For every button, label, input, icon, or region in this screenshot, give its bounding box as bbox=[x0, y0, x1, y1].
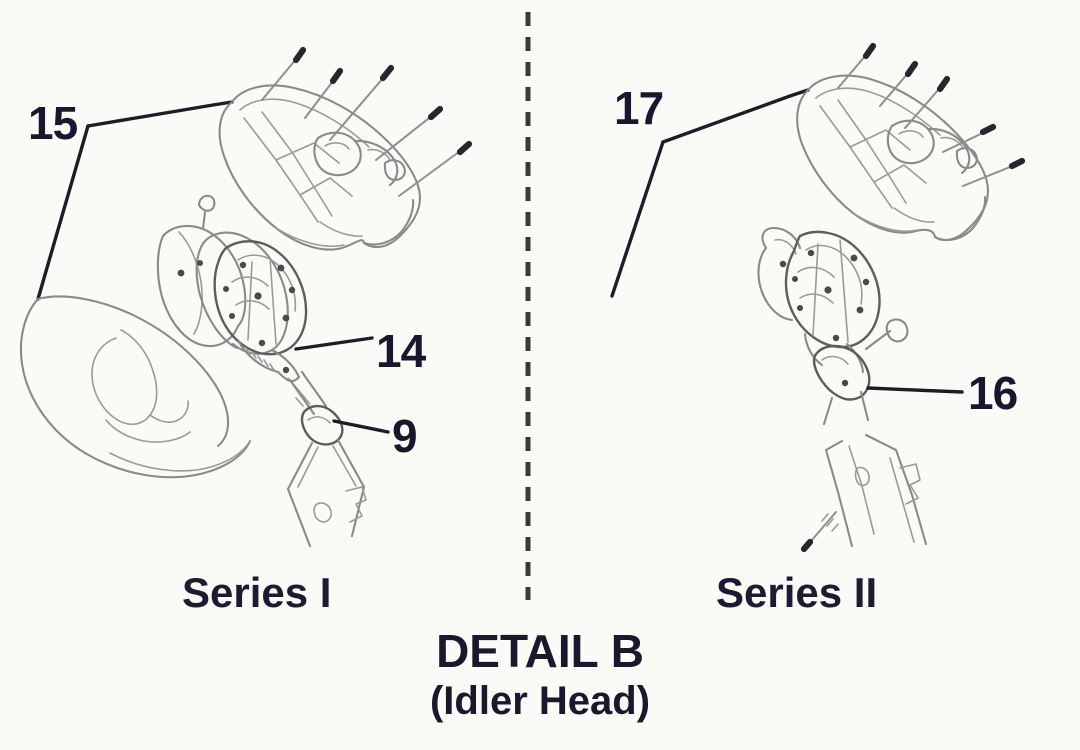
callout-label-16: 16 bbox=[968, 367, 1018, 419]
callout-label-9: 9 bbox=[392, 410, 418, 462]
detail-title-block: DETAIL B (Idler Head) bbox=[0, 626, 1080, 724]
detail-subtitle: (Idler Head) bbox=[429, 679, 651, 723]
idler-guard-cover-series-1 bbox=[218, 84, 422, 251]
cover-fasteners-series-2 bbox=[837, 42, 1026, 187]
drive-shaft-series-1 bbox=[286, 370, 367, 548]
callout-label-17: 17 bbox=[614, 82, 664, 134]
leader-line-14 bbox=[294, 336, 374, 351]
lower-housing-series-1 bbox=[19, 295, 252, 479]
drive-shaft-series-2 bbox=[800, 433, 928, 553]
leader-line-16 bbox=[866, 386, 964, 394]
series-2-drawing bbox=[610, 42, 1026, 553]
series-1-caption: Series I bbox=[182, 569, 332, 616]
idler-guard-cover-series-2 bbox=[796, 74, 990, 242]
cover-fasteners-series-1 bbox=[261, 46, 473, 197]
idler-head-drum-series-1 bbox=[156, 194, 308, 383]
callout-label-15: 15 bbox=[28, 97, 78, 149]
series-2-caption: Series II bbox=[716, 569, 878, 616]
leader-line-9 bbox=[332, 419, 390, 434]
callout-label-14: 14 bbox=[376, 325, 426, 377]
idler-head-body-series-2 bbox=[757, 226, 909, 426]
series-1-drawing bbox=[19, 46, 473, 548]
detail-title: DETAIL B bbox=[436, 625, 644, 677]
